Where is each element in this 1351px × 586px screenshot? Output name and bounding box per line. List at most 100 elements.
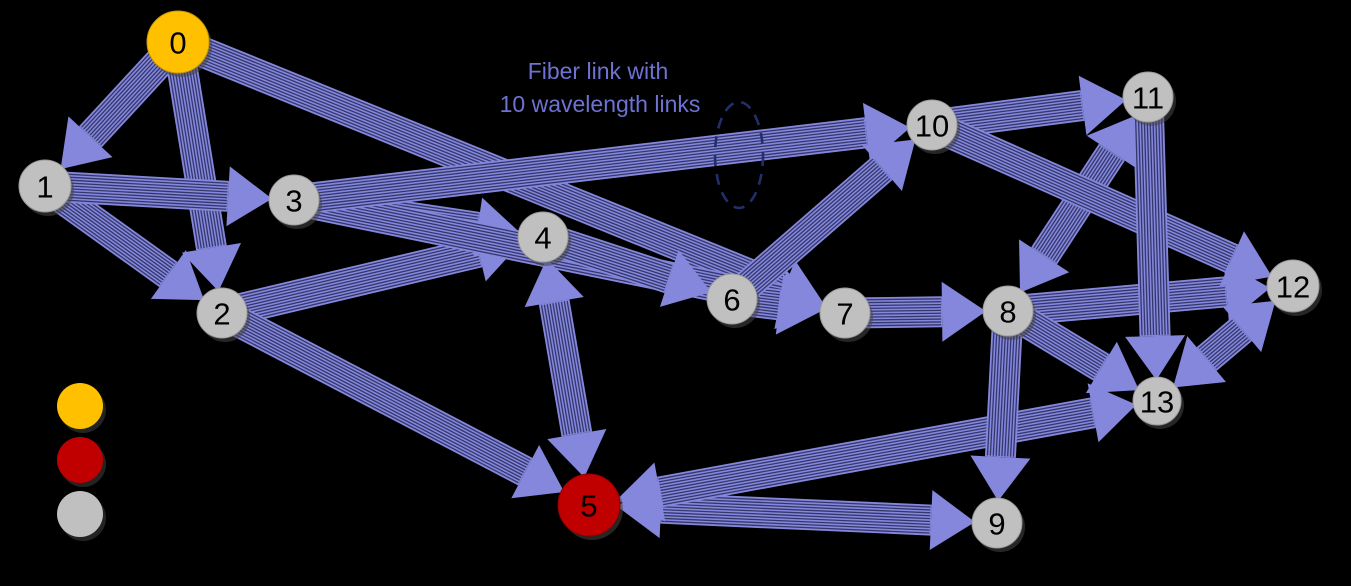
arrowhead-icon [1222,300,1276,353]
wavelength-line [986,313,996,456]
wavelength-line [47,186,228,199]
wavelength-line [297,136,867,205]
wavelength-line [660,410,1092,492]
wavelength-line [295,119,865,188]
wavelength-line [730,165,880,295]
wavelength-line [933,97,1081,119]
wavelength-line [295,122,865,191]
wavelength-line [1213,337,1249,367]
node-circle-11 [1122,71,1174,123]
wavelength-line [661,419,1094,500]
node-circle-7 [819,287,871,339]
wavelength-line [176,45,211,248]
wavelength-line [549,224,673,267]
arrowhead-icon [929,490,976,551]
arrowhead-icon [862,139,916,191]
fiber-link-5-13 [616,383,1137,522]
wavelength-line [296,130,866,199]
wavelength-line [47,198,227,210]
wavelength-line [661,511,930,526]
node-label-1: 1 [36,170,53,205]
node-circle-5 [557,473,621,537]
annotation-line-1: Fiber link with [528,58,669,84]
wavelength-line [938,116,1236,250]
wavelength-line [732,167,881,297]
node-3: 3 [268,174,322,229]
wavelength-line [1160,99,1169,335]
wavelength-line [661,416,1093,497]
node-circle-10 [906,99,958,151]
arrowhead-icon [659,249,712,307]
wavelength-line [661,509,931,523]
wavelength-line [48,181,228,193]
wavelength-line [187,43,222,246]
wavelength-line [930,134,1228,269]
fiber-band [216,300,533,486]
wavelength-line [933,94,1081,116]
arrowhead-icon [1173,336,1227,388]
wavelength-line [185,30,789,277]
wavelength-line [170,46,205,249]
wavelength-line [218,325,519,484]
regular-node-marker-circle [57,491,103,537]
wavelength-line [1140,100,1149,336]
wavelength-line [223,247,477,309]
wavelength-line [935,124,1232,258]
wavelength-line [1215,339,1250,369]
arrowhead-icon [1087,383,1137,443]
wavelength-line [540,305,565,436]
arrowhead-icon [60,116,113,170]
arrowhead-icon [511,445,565,499]
wavelength-line [1206,328,1241,358]
wavelength-line [661,506,931,520]
node-9: 9 [971,497,1025,552]
arrowhead-icon [970,455,1031,502]
wavelength-line [183,35,786,282]
wavelength-line [227,261,481,323]
wavelength-line [1198,319,1234,349]
node-label-3: 3 [285,184,302,219]
wavelength-line [661,514,930,528]
wavelength-line [182,38,785,285]
wavelength-line [297,133,866,202]
arrowhead-icon [1085,341,1140,394]
wavelength-line [546,304,571,435]
wavelength-line [736,171,885,301]
wavelength-line [219,322,520,481]
wavelength-line [563,301,588,432]
wavelength-line [1010,284,1225,305]
wavelength-line [661,520,930,534]
wavelength-line [929,137,1226,271]
fiber-band [540,222,675,294]
wavelength-line [1200,321,1235,352]
wavelength-line [552,303,576,434]
arrowhead-icon [547,428,607,478]
wavelength-line [225,256,479,318]
wavelength-line [659,407,1092,489]
wavelength-line [48,184,228,196]
node-circle-9 [971,497,1023,549]
node-label-7: 7 [836,297,853,332]
arrowhead-icon [941,281,987,342]
node-label-10: 10 [915,109,949,144]
wavelength-line [179,44,214,247]
destination-node-marker [57,437,106,487]
wavelength-line [221,320,522,479]
wavelength-line [1134,100,1143,336]
node-circle-4 [517,211,569,263]
destination-node-marker-circle [57,437,103,483]
wavelength-line [227,264,481,326]
arrowhead-icon [226,166,273,227]
wavelength-line [725,158,874,288]
wavelength-line [167,46,202,249]
arrowhead-icon [524,258,584,308]
wavelength-line [939,113,1237,248]
arrowhead-icon [1078,75,1127,136]
fiber-link-1-3 [46,166,273,227]
wavelength-line [937,119,1235,253]
arrowhead-icon [775,275,824,335]
wavelength-line [729,163,878,293]
fiber-link-2-5 [216,300,565,499]
wavelength-line [296,127,866,196]
